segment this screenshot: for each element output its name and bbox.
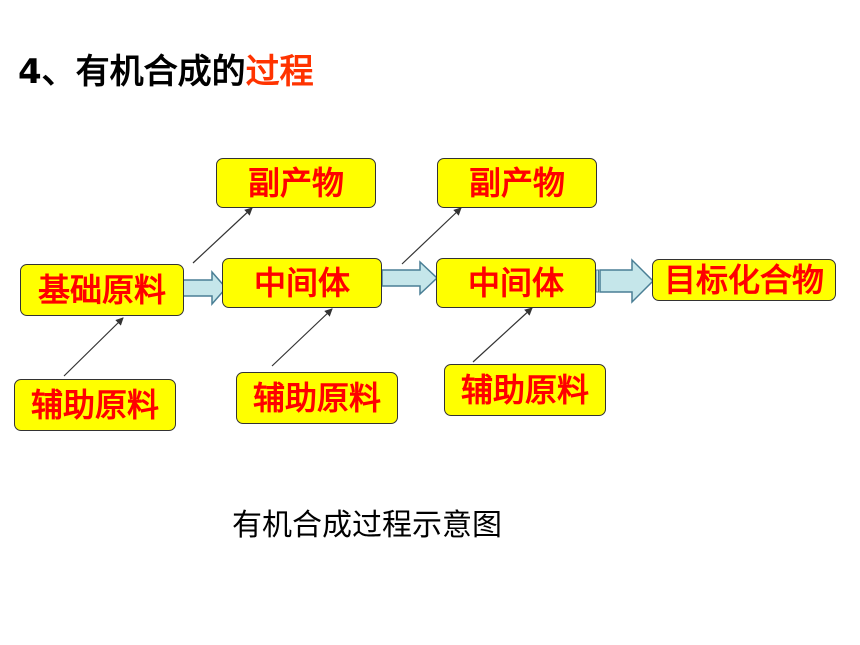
node-byproduct-1: 副产物 xyxy=(216,158,376,208)
node-intermediate-1: 中间体 xyxy=(222,258,382,308)
arrow-intermediate-1-to-byproduct-2 xyxy=(401,207,462,265)
node-target-compound: 目标化合物 xyxy=(652,259,836,301)
block-arrow-stripe xyxy=(595,269,599,293)
node-aux-material-2: 辅助原料 xyxy=(236,372,398,424)
title-prefix: 4、有机合成的 xyxy=(18,52,246,92)
arrow-aux-3-to-intermediate-2 xyxy=(472,307,533,363)
diagram-caption: 有机合成过程示意图 xyxy=(232,508,502,543)
arrow-aux-2-to-intermediate-1 xyxy=(271,308,333,367)
page-title: 4、有机合成的过程 xyxy=(18,50,314,94)
title-highlight: 过程 xyxy=(245,52,314,92)
arrow-base-to-byproduct-1 xyxy=(192,207,253,264)
node-byproduct-2: 副产物 xyxy=(437,158,597,208)
node-base-material: 基础原料 xyxy=(20,264,184,316)
node-aux-material-1: 辅助原料 xyxy=(14,379,176,431)
node-intermediate-2: 中间体 xyxy=(436,258,596,308)
arrow-aux-1-to-base xyxy=(63,317,124,377)
node-aux-material-3: 辅助原料 xyxy=(444,364,606,416)
block-arrow-intermediate-1-to-2 xyxy=(381,260,439,296)
block-arrow-intermediate-2-to-target xyxy=(599,258,655,304)
block-arrow-base-to-intermediate-1 xyxy=(182,270,227,306)
